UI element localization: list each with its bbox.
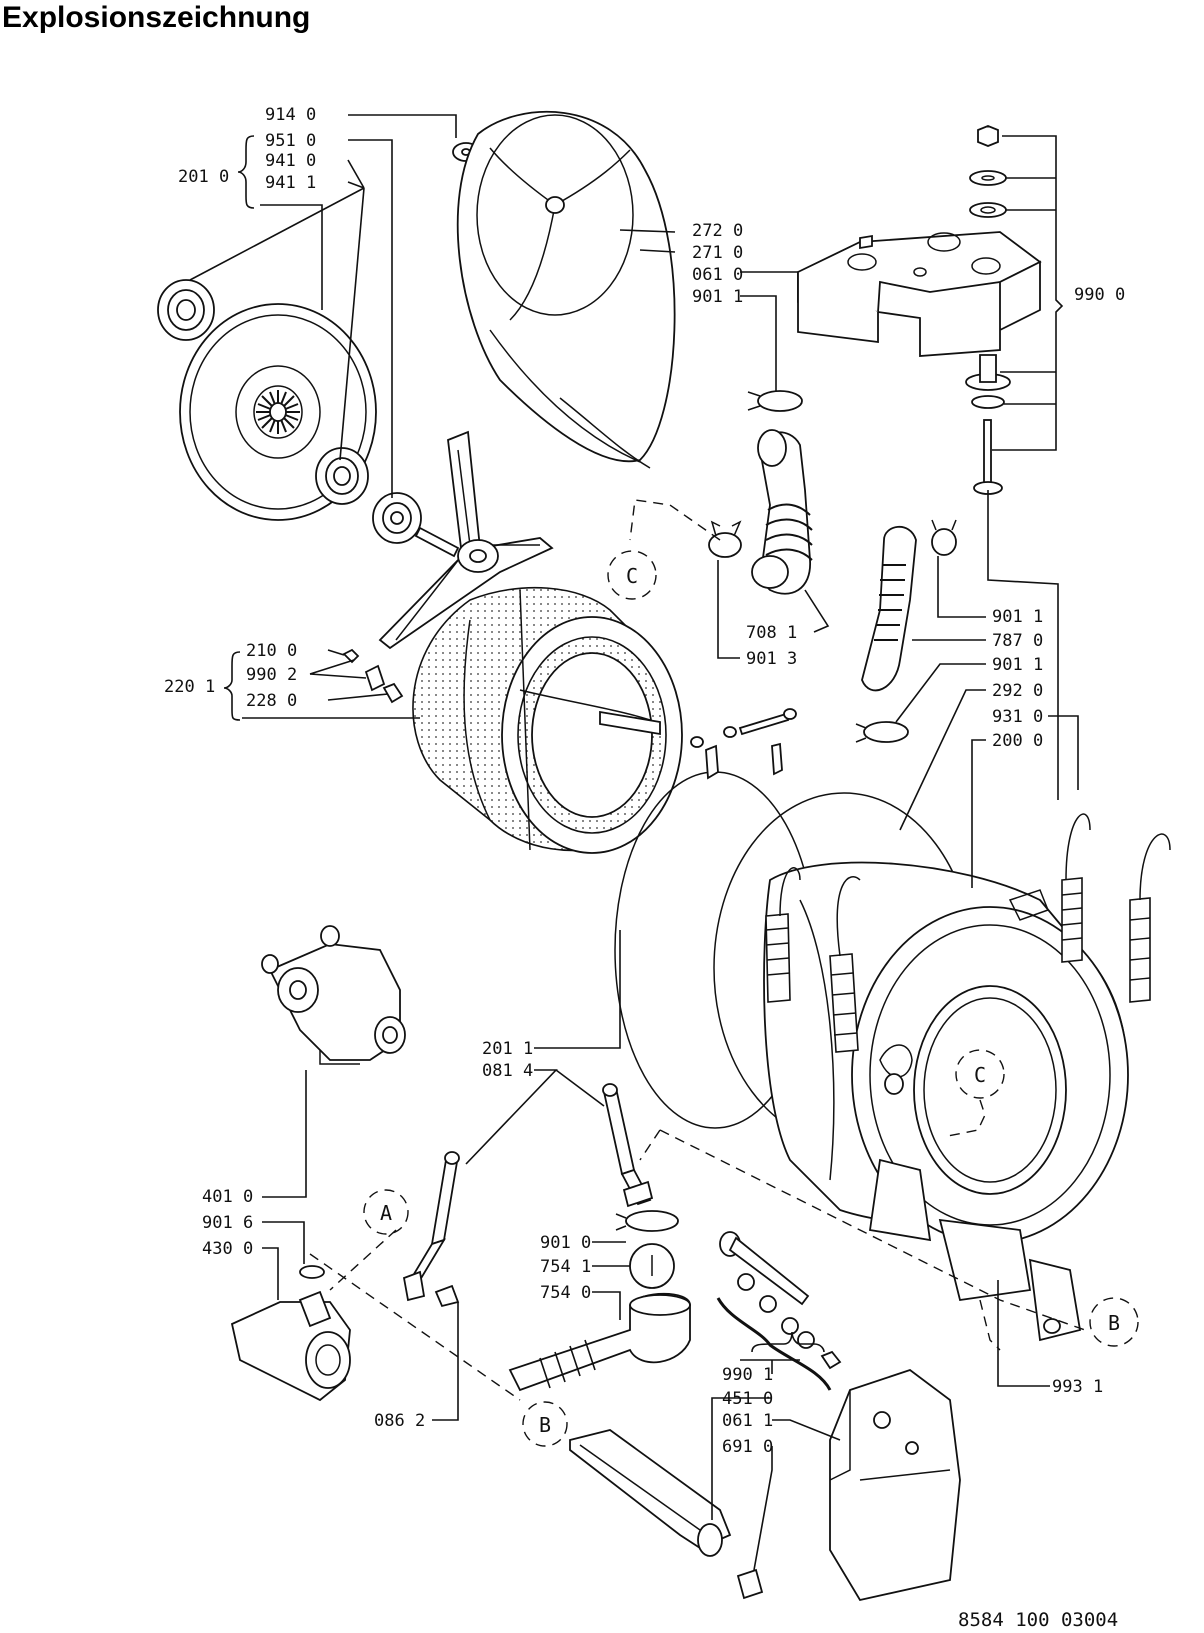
heater-bolt-kit-drawing — [719, 1231, 842, 1370]
part-label: 228 0 — [246, 691, 297, 711]
tub-bolt-drawing — [690, 708, 797, 748]
part-label: 210 0 — [246, 641, 297, 661]
part-label: 931 0 — [992, 707, 1043, 727]
part-label: 901 0 — [540, 1233, 591, 1253]
pressure-hose-drawing — [861, 519, 957, 692]
drum-screws-drawing — [342, 648, 404, 704]
drawing-number: 8584 100 03004 — [958, 1609, 1118, 1631]
counterweight-top-drawing — [797, 231, 1042, 357]
sump-hose-drawing — [751, 429, 813, 595]
shock-absorber-right-drawing — [602, 1083, 654, 1208]
reference-marker-c-tub: C — [955, 1049, 1005, 1099]
sump-drawing — [508, 1210, 691, 1392]
shaft-seal-drawing — [372, 492, 422, 544]
part-label: 901 3 — [746, 649, 797, 669]
reference-marker-a: A — [363, 1189, 409, 1235]
part-label: 086 2 — [374, 1411, 425, 1431]
part-label: 951 0 — [265, 131, 316, 151]
heater-drawing — [569, 1429, 764, 1600]
reference-marker-label: A — [380, 1201, 392, 1225]
part-label: 292 0 — [992, 681, 1043, 701]
part-label: 430 0 — [202, 1239, 253, 1259]
counterweight-fastener-drawing — [965, 125, 1011, 495]
tub-springs-drawing — [765, 813, 1171, 1053]
reference-marker-b-bottom: B — [522, 1401, 568, 1447]
outer-tub-drawing — [713, 792, 1129, 1342]
bearing-outer-drawing — [157, 279, 215, 341]
drum-cross-drawing — [378, 430, 554, 650]
part-label: 990 1 — [722, 1365, 773, 1385]
part-label: 901 1 — [692, 287, 743, 307]
part-labels: 201 0 220 1 914 0 951 0 941 0 941 1 272 … — [164, 105, 1125, 1631]
clamp-drawing — [708, 520, 742, 558]
part-label: 787 0 — [992, 631, 1043, 651]
reference-marker-b-right: B — [1089, 1297, 1139, 1347]
bearing-inner-drawing — [315, 447, 369, 505]
part-label: 691 0 — [722, 1437, 773, 1457]
part-label: 081 4 — [482, 1061, 533, 1081]
part-label: 993 1 — [1052, 1377, 1103, 1397]
part-label: 941 1 — [265, 173, 316, 193]
reference-marker-c-top: C — [607, 550, 657, 600]
part-label: 451 0 — [722, 1389, 773, 1409]
part-label: 901 6 — [202, 1213, 253, 1233]
part-label: 990 0 — [1074, 285, 1125, 305]
part-label: 061 1 — [722, 1411, 773, 1431]
counterweight-front-drawing — [829, 1368, 961, 1602]
part-label: 272 0 — [692, 221, 743, 241]
group-label-201-0: 201 0 — [178, 167, 229, 187]
part-label: 901 1 — [992, 655, 1043, 675]
reference-marker-label: B — [1108, 1311, 1120, 1335]
drain-pump-drawing — [230, 1265, 351, 1402]
part-label: 914 0 — [265, 105, 316, 125]
leader-lines — [189, 114, 1079, 1571]
part-label: 201 1 — [482, 1039, 533, 1059]
part-label: 401 0 — [202, 1187, 253, 1207]
part-label: 990 2 — [246, 665, 297, 685]
hose-clamp-2-drawing — [855, 721, 909, 743]
part-label: 061 0 — [692, 265, 743, 285]
part-label: 901 1 — [992, 607, 1043, 627]
reference-marker-label: C — [974, 1063, 986, 1087]
part-label: 754 1 — [540, 1257, 591, 1277]
part-label: 200 0 — [992, 731, 1043, 751]
page-title: Explosionszeichnung — [2, 1, 311, 34]
part-label: 271 0 — [692, 243, 743, 263]
group-label-220-1: 220 1 — [164, 677, 215, 697]
reference-marker-label: C — [626, 564, 638, 588]
part-label: 754 0 — [540, 1283, 591, 1303]
motor-drawing — [261, 925, 406, 1065]
front-flange-drawing — [456, 110, 676, 469]
part-label: 941 0 — [265, 151, 316, 171]
hose-clamp-drawing — [747, 390, 803, 412]
break-line — [716, 1297, 832, 1391]
reference-dashed-lines — [309, 499, 1086, 1401]
part-label: 708 1 — [746, 623, 797, 643]
reference-marker-label: B — [539, 1413, 551, 1437]
shock-absorber-left-drawing — [402, 1151, 460, 1308]
drum-drawing — [412, 586, 683, 854]
